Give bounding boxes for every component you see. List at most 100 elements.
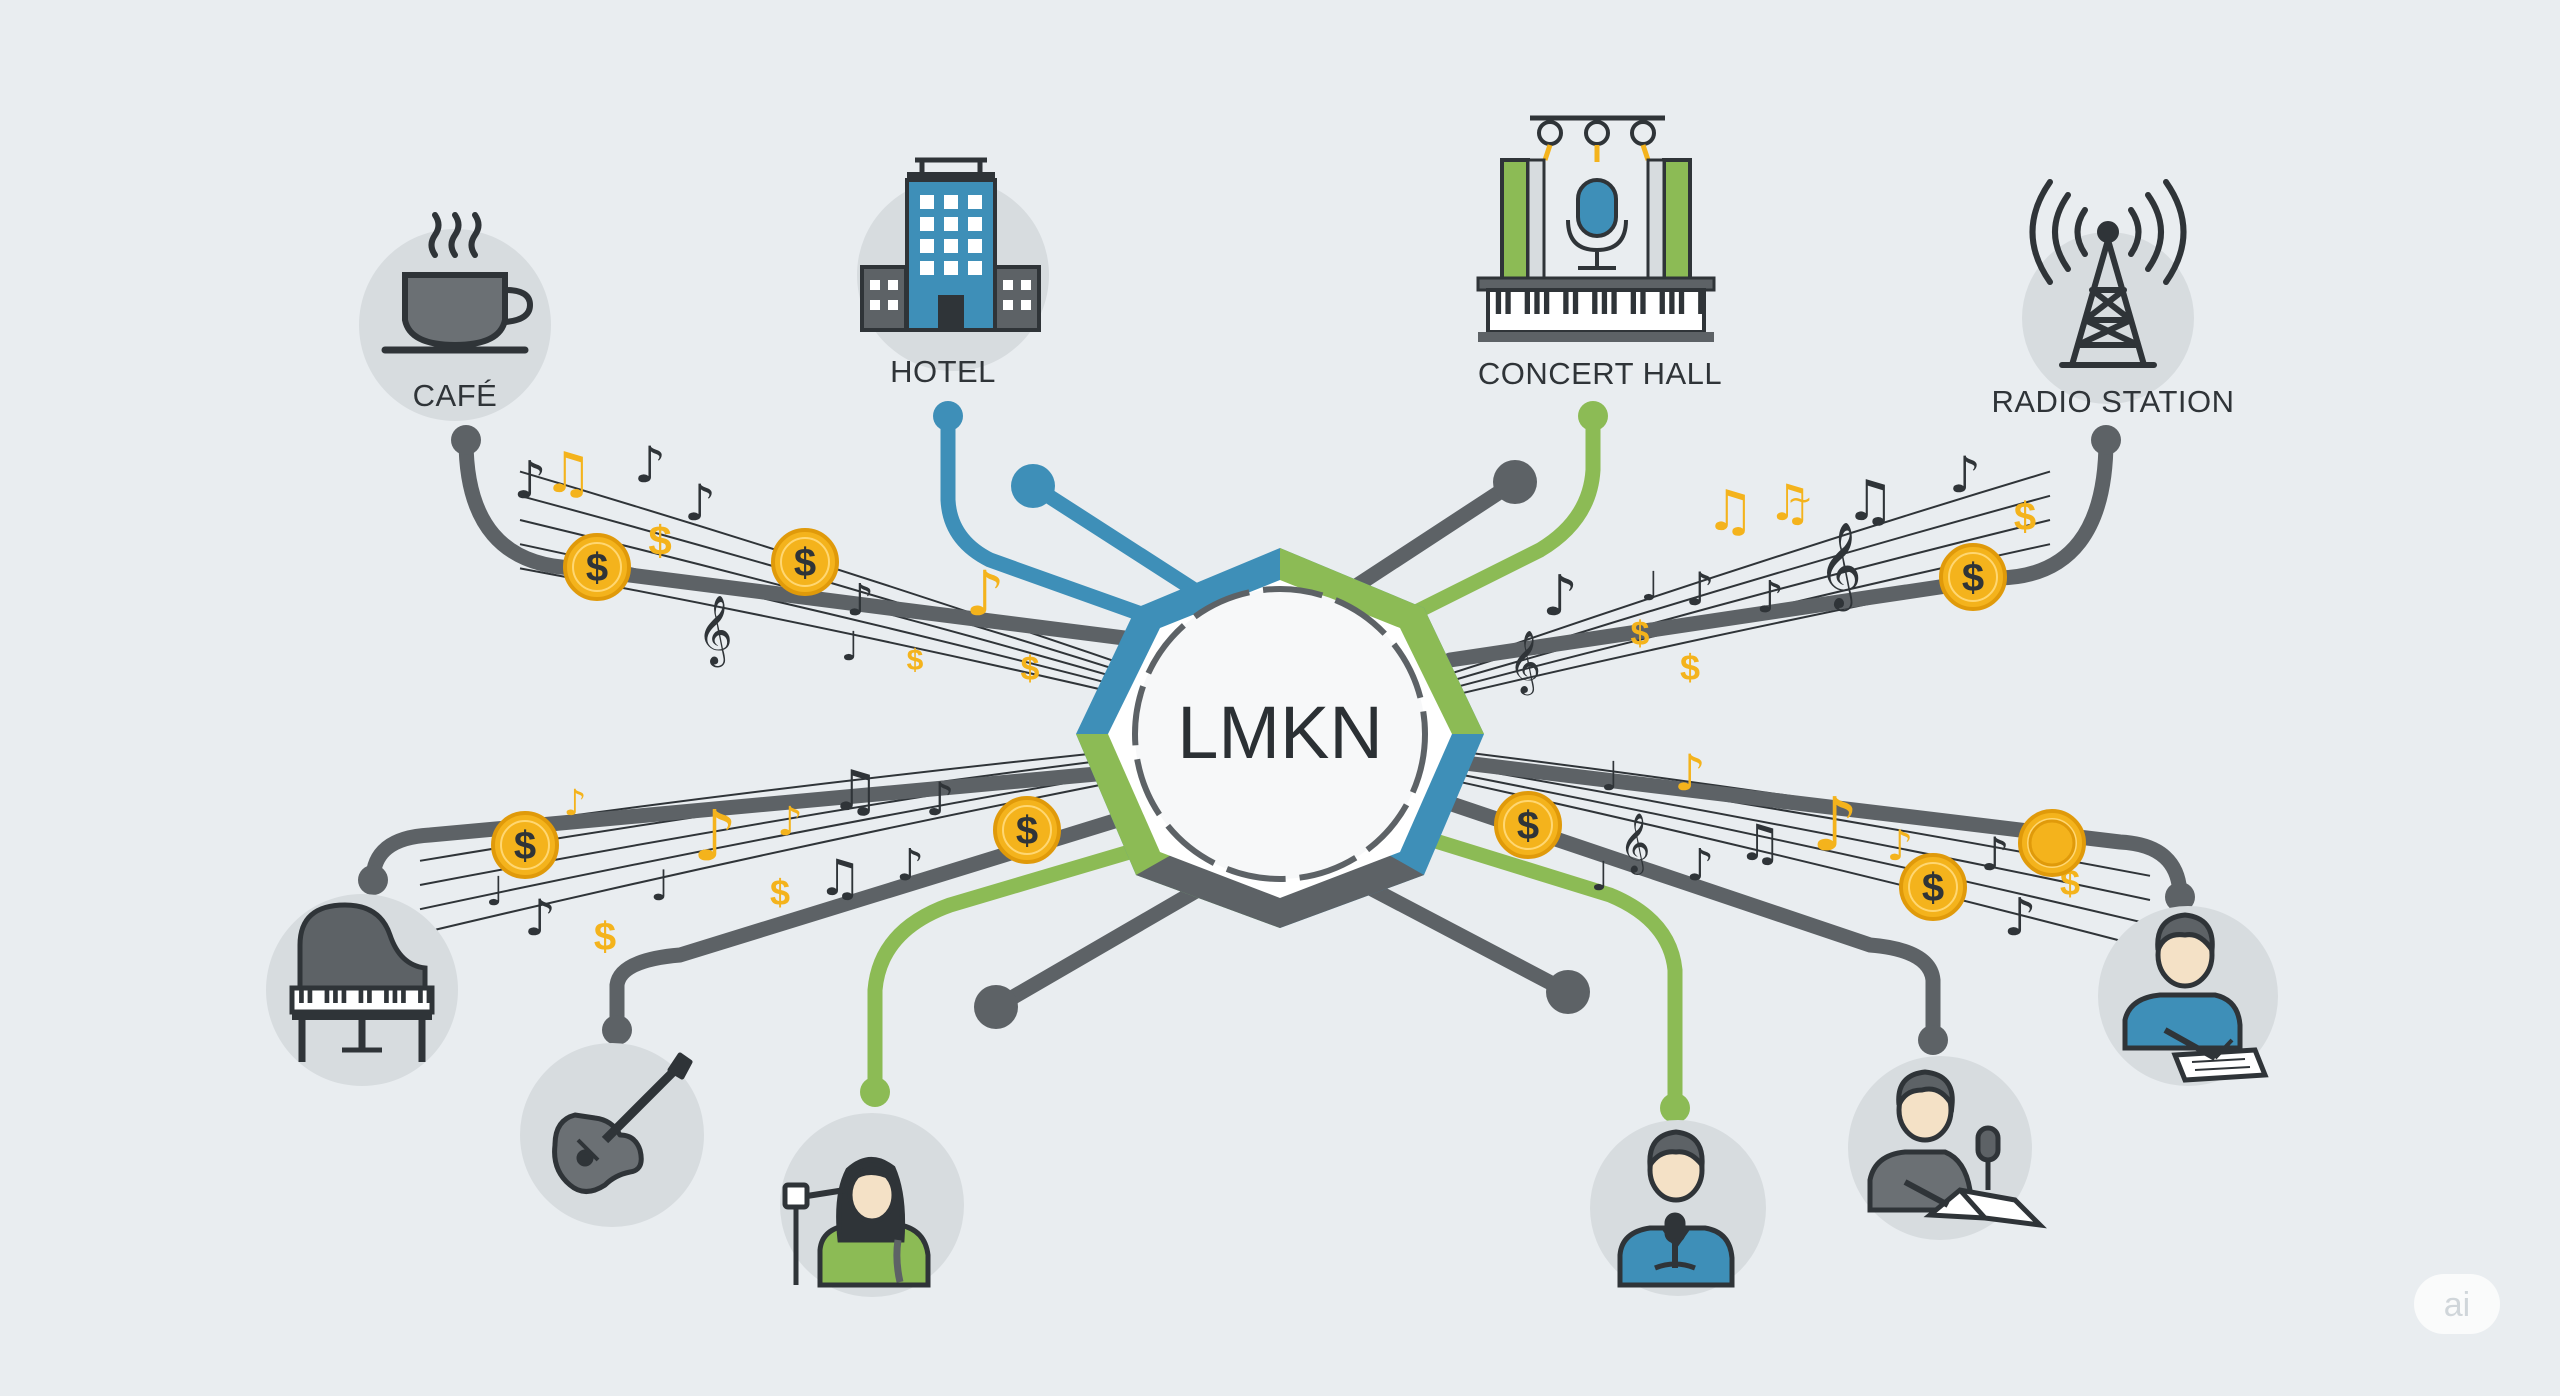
stub-blue-top bbox=[1025, 478, 1218, 608]
music-note: 𝄞 bbox=[1818, 522, 1862, 612]
coin-dollar: $ bbox=[586, 546, 608, 590]
music-note: ♫ bbox=[543, 441, 593, 506]
creator-guitar bbox=[520, 1043, 704, 1227]
coin-icon: $ bbox=[1899, 853, 1967, 921]
staff-top-left-line bbox=[519, 470, 1161, 678]
piano-key bbox=[341, 990, 347, 1003]
venue-label-concert-hall: CONCERT HALL bbox=[1478, 356, 1722, 391]
piano-key bbox=[1659, 292, 1665, 314]
piano-key bbox=[1495, 292, 1502, 314]
creator-singer-male bbox=[1590, 1120, 1766, 1296]
dollar-sign: $ bbox=[2014, 495, 2036, 539]
staff-bottom-left-line bbox=[419, 772, 1161, 935]
dollar-sign: $ bbox=[594, 915, 616, 959]
creator-podcaster bbox=[1848, 1056, 2047, 1240]
staff-bottom-right-line bbox=[1419, 765, 2151, 926]
venue-radio-station: RADIO STATION bbox=[1991, 179, 2234, 419]
electric-guitar-icon bbox=[552, 1052, 693, 1194]
piano-key bbox=[1505, 292, 1511, 314]
creator-songwriter bbox=[2098, 906, 2278, 1086]
music-note: ♪ bbox=[1686, 840, 1714, 891]
music-note: ♫ bbox=[1705, 479, 1755, 544]
music-note: ♫ bbox=[1845, 469, 1895, 534]
songwriter-icon bbox=[2122, 912, 2269, 1083]
piano-key bbox=[307, 990, 313, 1003]
connector-hotel bbox=[940, 408, 1208, 643]
music-note: ♪ bbox=[1980, 827, 2009, 881]
coin-dollar: $ bbox=[1016, 809, 1038, 853]
piano-key bbox=[426, 990, 432, 1003]
music-note: ♪ bbox=[1685, 562, 1714, 616]
music-note: ♩ bbox=[841, 624, 860, 670]
music-note: 𝄞 bbox=[1509, 630, 1541, 696]
piano-key bbox=[1534, 292, 1540, 314]
music-note: ♪ bbox=[513, 451, 546, 511]
music-note: ♪ bbox=[846, 575, 874, 626]
dollar-sign: $ bbox=[1680, 647, 1700, 688]
piano-key bbox=[333, 990, 338, 1003]
piano-key bbox=[1630, 292, 1636, 314]
coin-icon: $ bbox=[563, 533, 631, 601]
coin-icon: $ bbox=[993, 796, 1061, 864]
piano-key bbox=[1678, 292, 1685, 314]
staff-top-left-line bbox=[519, 494, 1161, 685]
coin-dollar: $ bbox=[794, 541, 816, 585]
dollar-sign: $ bbox=[1021, 650, 1040, 688]
music-note: 𝄞 bbox=[697, 595, 732, 667]
piano-key bbox=[299, 990, 304, 1003]
connector-podcaster bbox=[1432, 792, 1941, 1048]
piano-key bbox=[358, 990, 364, 1003]
dollar-sign: $ bbox=[907, 644, 924, 677]
stub-gray-top bbox=[1342, 474, 1523, 598]
music-note: ♪ bbox=[693, 795, 738, 877]
piano-key bbox=[1640, 292, 1646, 314]
female-singer-icon bbox=[782, 1157, 931, 1288]
piano-key bbox=[1592, 292, 1598, 314]
music-note: ♫ bbox=[1738, 814, 1783, 872]
notes-and-coins: ♪♫♪♪$𝄞♪♩♪$$♫♫♫♪$𝄞♪♩♪♪$$𝄞~♪♩♪$♩♪♪♫♪♫♪$♩♪𝄞… bbox=[486, 436, 2086, 959]
music-note: ♪ bbox=[1949, 446, 1981, 504]
piano-key bbox=[384, 990, 389, 1003]
male-singer-icon bbox=[1617, 1129, 1735, 1288]
stub-gray-bottom-right bbox=[1347, 872, 1576, 1000]
connector-cafe bbox=[458, 432, 1148, 648]
music-note: ♩ bbox=[486, 869, 505, 915]
venue-label-radio-station: RADIO STATION bbox=[1991, 384, 2234, 419]
music-note: ♩ bbox=[1601, 754, 1620, 800]
coin-icon: $ bbox=[1494, 791, 1562, 859]
piano-key bbox=[1611, 292, 1617, 314]
concert-stage-icon bbox=[1476, 115, 1716, 342]
staff-bottom-right-line bbox=[1419, 759, 2151, 901]
music-note: ♩ bbox=[1591, 854, 1610, 900]
music-note: ♪ bbox=[1811, 782, 1858, 868]
piano-key bbox=[1543, 292, 1550, 314]
hub-dashed-circle bbox=[1132, 586, 1428, 882]
music-note: ♪ bbox=[1674, 744, 1706, 802]
connector-singer-male bbox=[1392, 822, 1683, 1116]
dollar-sign: $ bbox=[648, 517, 671, 564]
piano-key bbox=[1524, 292, 1530, 314]
music-note: ♪ bbox=[1887, 821, 1914, 870]
venue-label-cafe: CAFÉ bbox=[413, 378, 498, 413]
music-note: ♪ bbox=[2003, 888, 2036, 948]
coin-dollar: $ bbox=[1962, 556, 1984, 600]
music-note: ♫ bbox=[830, 759, 880, 824]
ai-badge-label: ai bbox=[2444, 1286, 2470, 1324]
music-note: ♫ bbox=[818, 849, 863, 907]
piano-key bbox=[1601, 292, 1608, 314]
podcaster-icon bbox=[1867, 1069, 2047, 1229]
coin-icon bbox=[2028, 819, 2076, 867]
hotel-building-icon bbox=[860, 157, 1041, 332]
music-note: ♪ bbox=[896, 840, 924, 891]
music-note: ♪ bbox=[1756, 572, 1784, 623]
dollar-sign: $ bbox=[770, 872, 790, 913]
piano-key bbox=[392, 990, 398, 1003]
music-note: ♪ bbox=[777, 799, 803, 845]
piano-key bbox=[418, 990, 423, 1003]
music-note: ♪ bbox=[1542, 564, 1578, 629]
coin-dollar: $ bbox=[1922, 866, 1944, 910]
staff-top-right-line bbox=[1419, 519, 2051, 691]
connector-dots bbox=[358, 401, 2195, 1123]
connector-radio-station bbox=[1442, 432, 2114, 668]
music-note: ♪ bbox=[564, 783, 587, 824]
